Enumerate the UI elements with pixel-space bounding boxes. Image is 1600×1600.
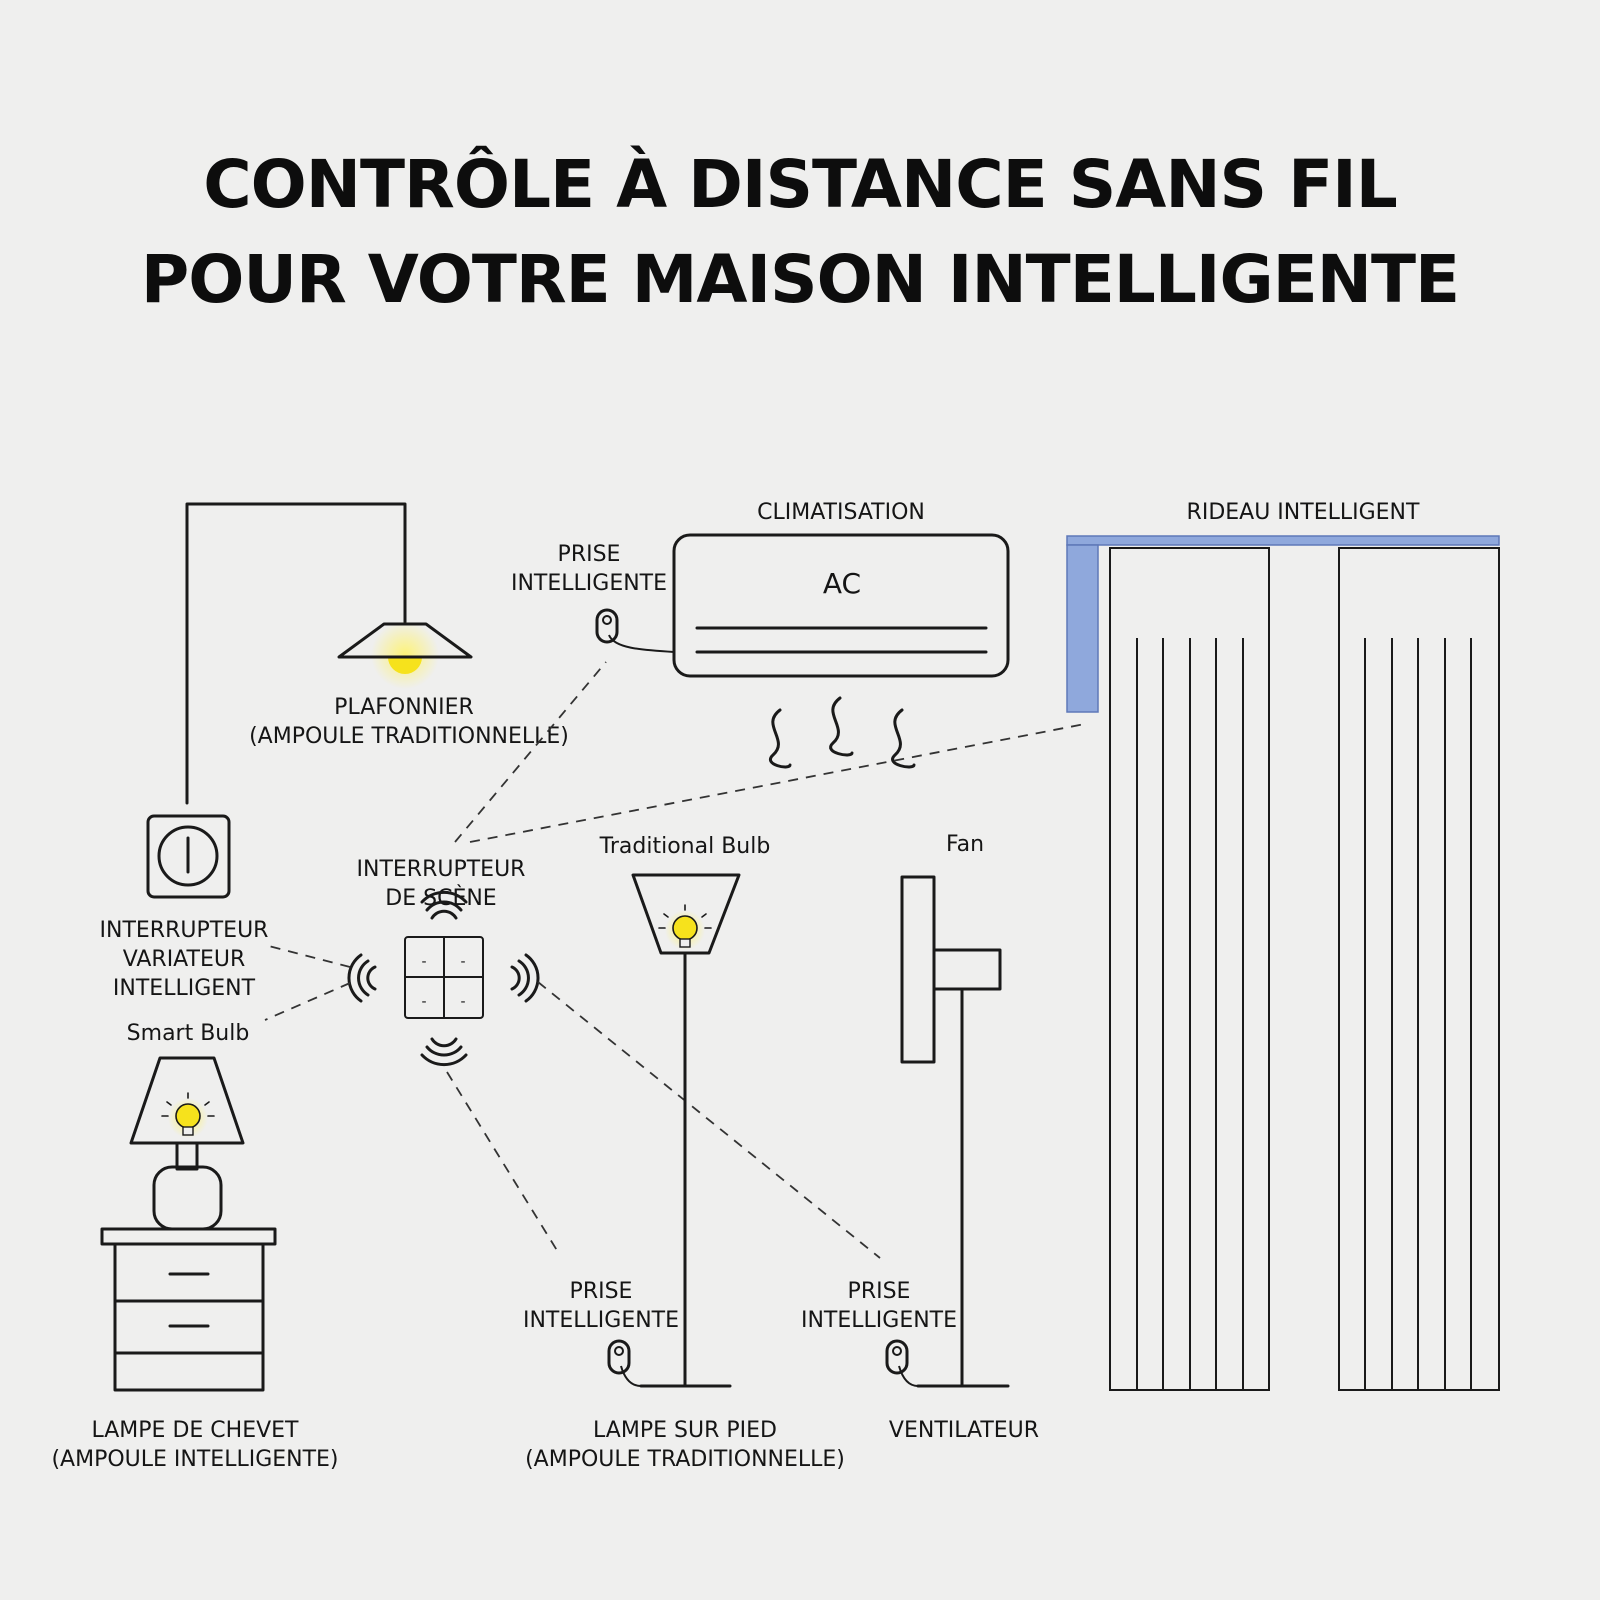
smart-curtain-label: RIDEAU INTELLIGENT	[1187, 500, 1420, 525]
dimmer-label-1: INTERRUPTEUR	[100, 918, 269, 943]
wireless-links	[264, 661, 1086, 1259]
ceiling-wire	[185, 502, 407, 805]
air-conditioning-label: CLIMATISATION	[757, 500, 925, 525]
scene-key-1[interactable]: -	[421, 954, 426, 970]
floor-lamp-label: LAMPE SUR PIED	[593, 1418, 777, 1443]
signal-waves-icon	[347, 890, 540, 1067]
smart-bulb-icon	[161, 1092, 215, 1138]
ac-text: AC	[823, 567, 861, 600]
traditional-bulb-label: Traditional Bulb	[599, 834, 771, 859]
fan-plug-label-1: PRISE	[848, 1279, 911, 1304]
curtain-icon[interactable]	[1066, 535, 1500, 1391]
fan-icon[interactable]	[900, 875, 1010, 1388]
ceiling-light-label: PLAFONNIER	[334, 695, 474, 720]
scene-switch-icon[interactable]	[404, 936, 484, 1019]
ac-plug-icon[interactable]	[595, 608, 675, 653]
fan-device-label: VENTILATEUR	[889, 1418, 1039, 1443]
floor-lamp[interactable]	[631, 873, 741, 1388]
ceiling-bulb-icon	[388, 657, 422, 674]
lamp-plug-label-1: PRISE	[570, 1279, 633, 1304]
ceiling-light	[185, 502, 473, 805]
fan-plug-label-2: INTELLIGENTE	[801, 1308, 957, 1333]
scene-switch-label-2: DE SCÈNE	[385, 885, 496, 911]
ceiling-bulb-glow	[371, 621, 439, 689]
airflow-waves-icon	[769, 696, 916, 769]
bedside-lamp-sublabel: (AMPOULE INTELLIGENTE)	[51, 1447, 338, 1472]
bedside-lamp[interactable]	[129, 1056, 245, 1231]
ceiling-light-sublabel: (AMPOULE TRADITIONNELLE)	[249, 724, 569, 749]
fan-plug-icon[interactable]	[885, 1339, 919, 1387]
rotary-dimmer-icon[interactable]	[146, 814, 231, 899]
curtain-pleats	[1136, 638, 1472, 1390]
ac-plug-label-2: INTELLIGENTE	[511, 571, 667, 596]
lamp-plug-label-2: INTELLIGENTE	[523, 1308, 679, 1333]
smart-bulb-label: Smart Bulb	[127, 1021, 250, 1046]
scene-key-2[interactable]: -	[460, 954, 465, 970]
bedside-lamp-label: LAMPE DE CHEVET	[92, 1418, 300, 1443]
floor-lamp-sublabel: (AMPOULE TRADITIONNELLE)	[525, 1447, 845, 1472]
title-line-2: POUR VOTRE MAISON INTELLIGENTE	[141, 241, 1459, 318]
ac-plug-label-1: PRISE	[558, 542, 621, 567]
scene-switch-label-1: INTERRUPTEUR	[357, 857, 526, 882]
lamp-shade-icon	[337, 622, 473, 659]
dimmer-label-3: INTELLIGENT	[113, 976, 256, 1001]
traditional-bulb-icon	[658, 904, 712, 950]
fan-label: Fan	[946, 832, 984, 857]
scene-key-4[interactable]: -	[460, 994, 465, 1010]
lamp-plug-icon[interactable]	[607, 1339, 642, 1387]
title-line-1: CONTRÔLE À DISTANCE SANS FIL	[203, 145, 1397, 223]
dimmer-label-2: VARIATEUR	[123, 947, 246, 972]
scene-key-3[interactable]: -	[421, 994, 426, 1010]
ac-unit[interactable]	[672, 533, 1010, 678]
nightstand	[100, 1227, 277, 1392]
